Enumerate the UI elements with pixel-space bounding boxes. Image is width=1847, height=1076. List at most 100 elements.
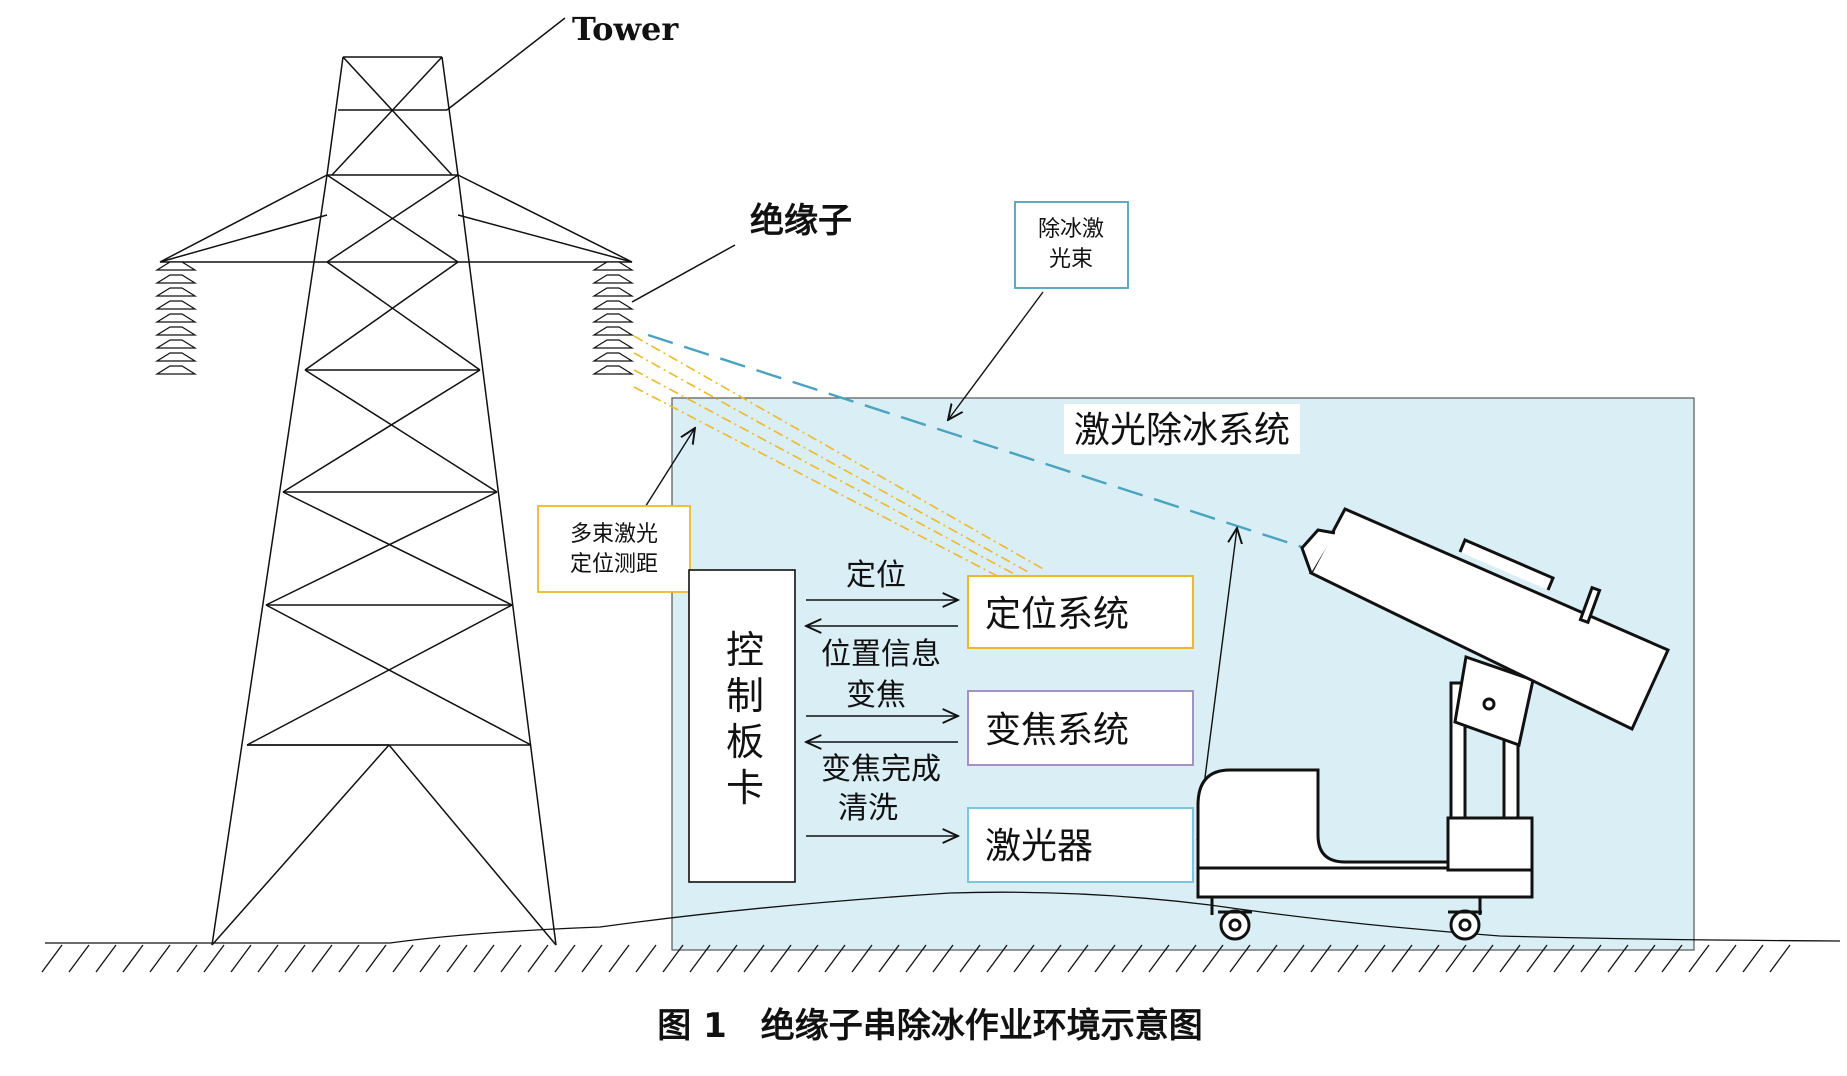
ground-hatch <box>1769 944 1791 973</box>
insulator-disc <box>591 339 635 349</box>
control-board-char-1: 控 <box>726 628 764 672</box>
insulator-disc <box>154 365 198 375</box>
ground-hatch <box>1121 944 1143 973</box>
ground-hatch <box>1337 944 1359 973</box>
multi-beam-label-box <box>537 505 691 593</box>
insulator-disc <box>154 339 198 349</box>
ground-hatch <box>176 944 198 973</box>
insulator-disc <box>154 274 198 284</box>
figure-caption: 图 1 绝缘子串除冰作业环境示意图 <box>657 1006 1203 1046</box>
insulator-disc <box>154 313 198 323</box>
insulator-disc <box>591 274 635 284</box>
insulator-string-right <box>591 261 635 375</box>
tower-label: Tower <box>572 10 679 48</box>
ground-hatch <box>986 944 1008 973</box>
ground-hatch <box>1391 944 1413 973</box>
ground-hatch <box>1688 944 1710 973</box>
ground-hatch <box>1283 944 1305 973</box>
insulator-string-left <box>154 261 198 375</box>
deice-beam-leader-arrow <box>948 291 1044 420</box>
ground-hatch <box>1310 944 1332 973</box>
ground-hatch <box>581 944 603 973</box>
ground-hatch <box>41 944 63 973</box>
ground-hatch <box>284 944 306 973</box>
ground-hatch <box>1148 944 1170 973</box>
ground-hatch <box>635 944 657 973</box>
ground-hatch <box>662 944 684 973</box>
arrow-zoom-label: 变焦 <box>846 678 906 713</box>
ground-hatch <box>68 944 90 973</box>
ground-hatch <box>230 944 252 973</box>
laser-label: 激光器 <box>985 826 1093 867</box>
ground-hatch <box>311 944 333 973</box>
ground-hatch <box>203 944 225 973</box>
control-board-char-4: 卡 <box>726 766 764 810</box>
ground-hatch <box>1229 944 1251 973</box>
ground-hatch <box>797 944 819 973</box>
insulator-disc <box>154 261 198 271</box>
insulator-disc <box>591 326 635 336</box>
ground-hatch <box>932 944 954 973</box>
transmission-tower <box>159 17 736 946</box>
ground-hatch <box>1715 944 1737 973</box>
ground-hatch <box>1094 944 1116 973</box>
laser-box <box>967 807 1194 883</box>
ground <box>41 891 1841 973</box>
ground-hatch <box>1661 944 1683 973</box>
ground-hatch <box>95 944 117 973</box>
insulator-disc <box>591 261 635 271</box>
ground-hatch <box>365 944 387 973</box>
control-board-char-2: 制 <box>726 674 764 718</box>
insulator-disc <box>154 352 198 362</box>
insulator-label: 绝缘子 <box>750 201 852 241</box>
insulator-disc <box>591 365 635 375</box>
ground-hatch <box>1742 944 1764 973</box>
multi-beam-label-line1: 多束激光 <box>570 522 658 547</box>
ground-hatch <box>338 944 360 973</box>
ground-hatch <box>1013 944 1035 973</box>
ground-hatch <box>743 944 765 973</box>
control-board-box <box>688 569 796 883</box>
ground-hatch <box>608 944 630 973</box>
ground-hatch <box>770 944 792 973</box>
arrow-zoom-done-label: 变焦完成 <box>821 752 941 787</box>
positioning-system-label: 定位系统 <box>985 594 1129 635</box>
ground-hatch <box>1499 944 1521 973</box>
ground-hatch <box>1472 944 1494 973</box>
ground-hatch <box>1175 944 1197 973</box>
multi-beam-label-line2: 定位测距 <box>570 552 658 577</box>
arrow-clean-label: 清洗 <box>838 791 898 826</box>
ground-hatch <box>527 944 549 973</box>
ground-hatch <box>1607 944 1629 973</box>
ground-hatch <box>905 944 927 973</box>
insulator-disc <box>154 326 198 336</box>
ground-hatch <box>446 944 468 973</box>
ground-hatch <box>878 944 900 973</box>
ground-hatch <box>1418 944 1440 973</box>
ground-hatch <box>1553 944 1575 973</box>
ground-hatch <box>1634 944 1656 973</box>
ground-hatch <box>419 944 441 973</box>
ground-hatch <box>851 944 873 973</box>
ground-hatch <box>122 944 144 973</box>
ground-hatch <box>959 944 981 973</box>
insulator-disc <box>591 287 635 297</box>
deice-beam-label-box <box>1014 201 1129 289</box>
ground-hatch <box>473 944 495 973</box>
multi-beam-leader-arrow <box>641 428 695 513</box>
system-title: 激光除冰系统 <box>1074 410 1290 451</box>
arrow-position-info-label: 位置信息 <box>821 637 941 672</box>
ground-hatch <box>1526 944 1548 973</box>
deice-beam-label-line2: 光束 <box>1049 247 1093 272</box>
ground-hatch <box>1256 944 1278 973</box>
ground-hatch <box>1040 944 1062 973</box>
ground-hatch <box>500 944 522 973</box>
positioning-beams <box>633 335 1046 581</box>
zoom-system-label: 变焦系统 <box>985 710 1129 751</box>
ground-hatch <box>1364 944 1386 973</box>
control-board-char-3: 板 <box>726 720 764 764</box>
ground-hatch <box>689 944 711 973</box>
ground-hatch <box>716 944 738 973</box>
ground-hatch <box>392 944 414 973</box>
